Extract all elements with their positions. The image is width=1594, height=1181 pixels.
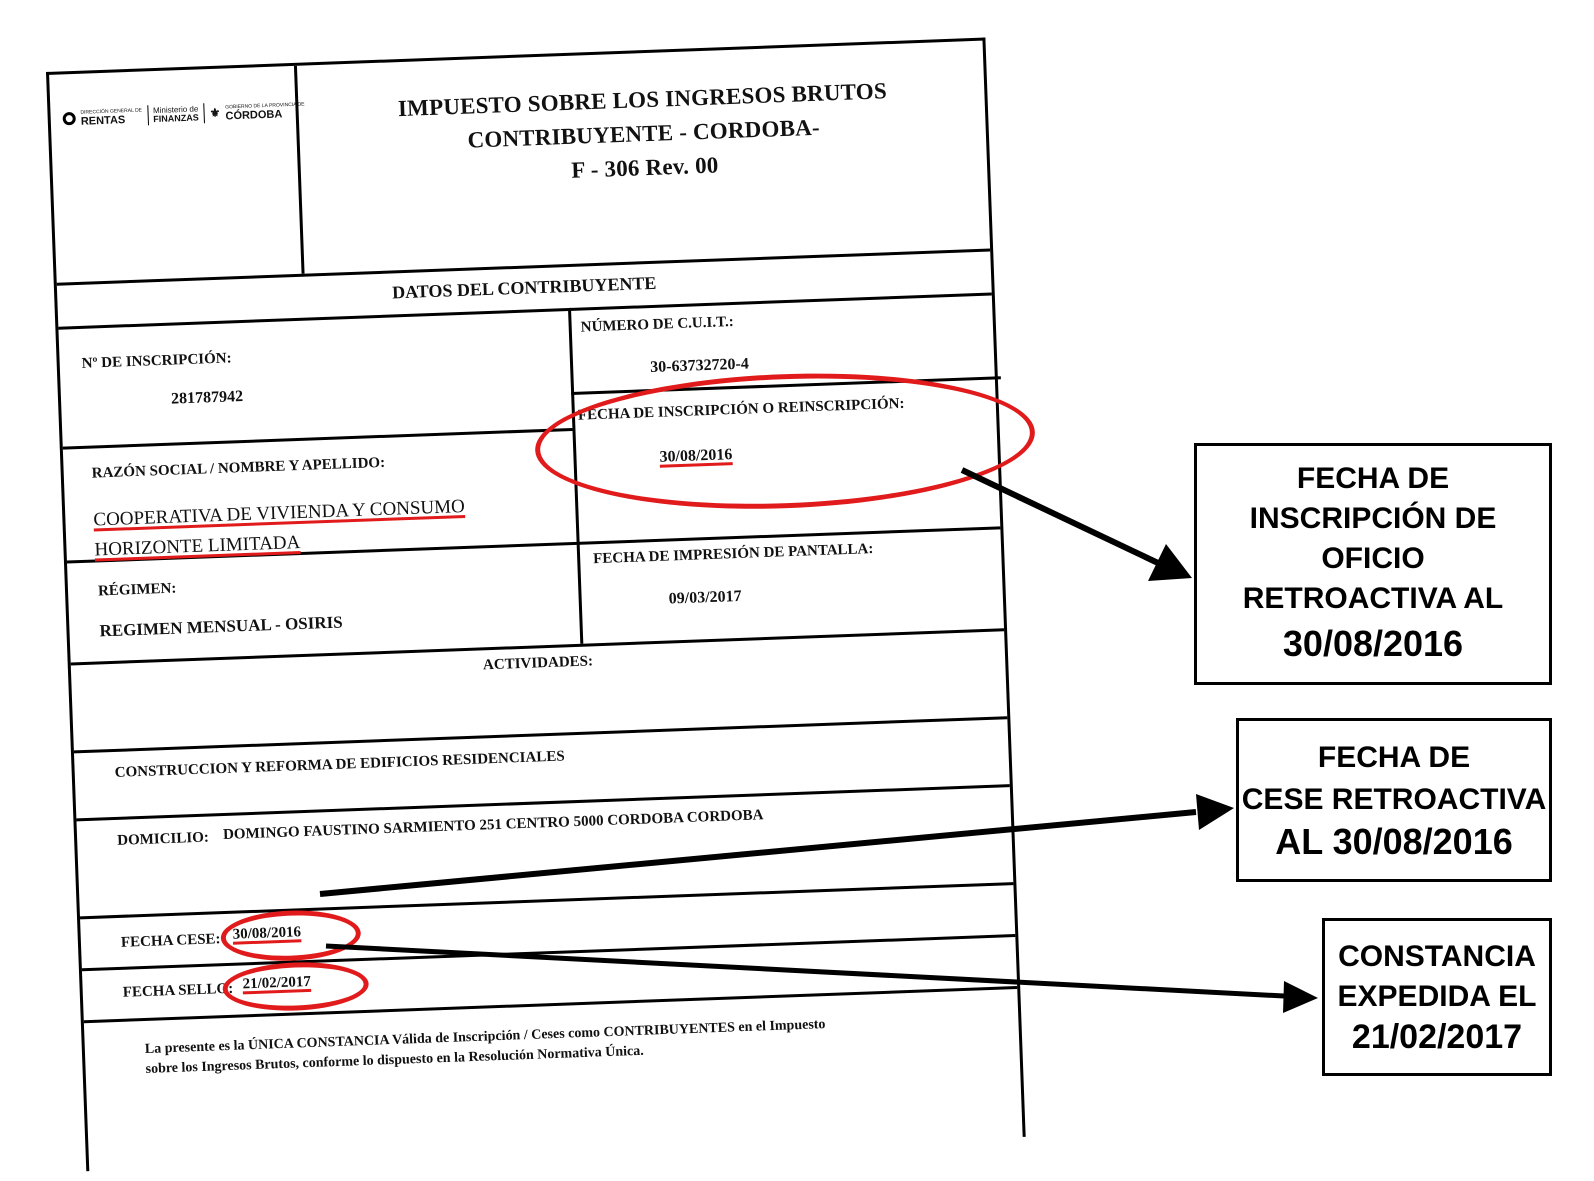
annotation-box-cese: FECHA DE CESE RETROACTIVA AL 30/08/2016 [1236,718,1552,882]
row-divider [79,882,1014,920]
fecha-impresion-label: FECHA DE IMPRESIÓN DE PANTALLA: [592,541,874,568]
row-divider [73,716,1008,754]
fecha-sello-label: FECHA SELLO: [122,980,234,1001]
arrow-head-cese [1196,794,1234,830]
tax-form-document: DIRECCIÓN GENERAL DE RENTAS Ministerio d… [46,37,1038,1172]
cuit-value: 30-63732720-4 [649,355,750,377]
actividades-value: CONSTRUCCION Y REFORMA DE EDIFICIOS RESI… [114,748,565,781]
annotation-line: 30/08/2016 [1282,623,1464,664]
razon-social-label: RAZÓN SOCIAL / NOMBRE Y APELLIDO: [91,454,386,482]
razon-social-value: COOPERATIVA DE VIVIENDA Y CONSUMO HORIZO… [93,492,467,566]
annotation-line: AL 30/08/2016 [1275,821,1513,862]
annotation-line: EXPEDIDA EL [1337,980,1537,1013]
rentas-circle-icon [62,111,76,125]
annotation-line: 21/02/2017 [1351,1018,1523,1056]
arrow-head-inscripcion [1148,544,1192,581]
inscripcion-label: Nº DE INSCRIPCIÓN: [81,350,232,372]
annotation-line: INSCRIPCIÓN DE OFICIO [1249,502,1497,575]
regimen-value: REGIMEN MENSUAL - OSIRIS [99,612,343,641]
regimen-label: RÉGIMEN: [97,580,177,600]
fecha-cese-label: FECHA CESE: [120,931,221,951]
inscripcion-value: 281787942 [170,388,244,408]
annotation-line: CESE RETROACTIVA [1241,783,1547,816]
annotation-box-inscripcion: FECHA DE INSCRIPCIÓN DE OFICIO RETROACTI… [1194,443,1552,685]
logo-cell: DIRECCIÓN GENERAL DE RENTAS Ministerio d… [49,65,305,283]
cuit-label: NÚMERO DE C.U.I.T.: [580,313,734,336]
provincial-crest-icon: ⚜ [209,105,221,121]
annotation-line: FECHA DE [1317,741,1471,774]
cese-highlight-oval [219,908,362,964]
sello-highlight-oval [221,959,370,1014]
rentas-logo: DIRECCIÓN GENERAL DE RENTAS Ministerio d… [62,100,305,129]
annotation-line: FECHA DE [1296,462,1450,495]
logo-divider [203,103,205,124]
logo-finanzas-text: FINANZAS [153,112,199,125]
form-title: IMPUESTO SOBRE LOS INGRESOS BRUTOS CONTR… [300,71,987,198]
logo-cordoba-text: CÓRDOBA [225,108,283,123]
inscripcion-highlight-oval [532,365,1038,518]
form-header: DIRECCIÓN GENERAL DE RENTAS Ministerio d… [49,40,991,286]
annotation-line: RETROACTIVA AL [1242,582,1504,615]
annotation-line: CONSTANCIA [1338,940,1536,973]
logo-rentas-text: RENTAS [80,114,126,128]
annotation-box-sello: CONSTANCIA EXPEDIDA EL 21/02/2017 [1322,918,1552,1076]
razon-social-line: HORIZONTE LIMITADA [94,532,301,561]
domicilio-label: DOMICILIO: [116,829,210,849]
row-divider [62,427,573,450]
footer-legal-text: La presente es la ÚNICA CONSTANCIA Válid… [145,1009,1006,1080]
arrow-head-sello [1283,981,1318,1013]
logo-divider [146,105,149,126]
fecha-impresion-value: 09/03/2017 [668,587,742,608]
